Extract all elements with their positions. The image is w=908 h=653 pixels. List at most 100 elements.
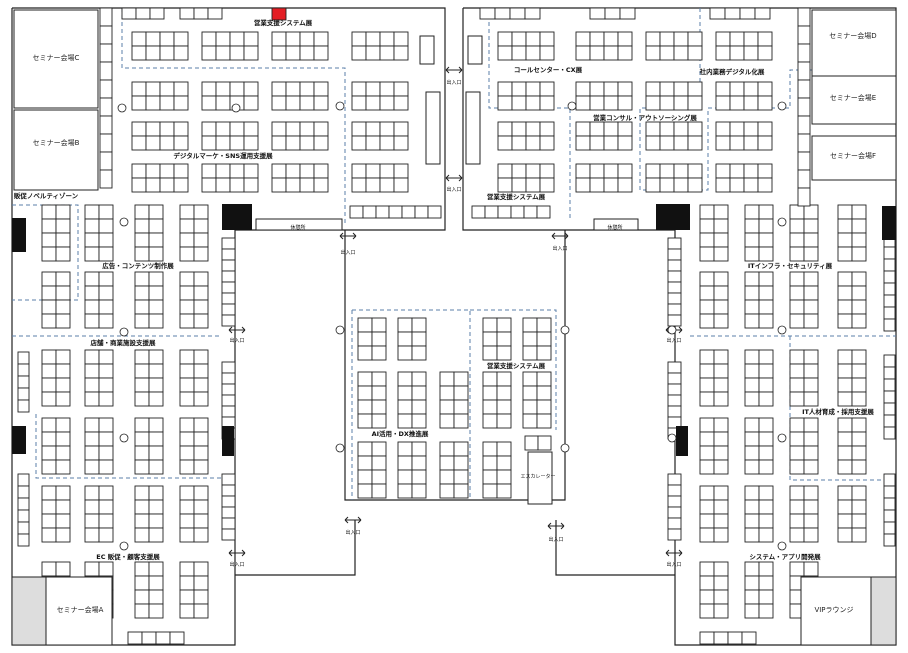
- booth: [522, 399, 538, 415]
- booth: [362, 205, 377, 219]
- booth: [193, 417, 209, 433]
- booth: [221, 292, 236, 305]
- seminar-annex: [11, 576, 47, 646]
- booth: [17, 485, 30, 499]
- booth: [179, 499, 195, 515]
- booth: [744, 271, 760, 287]
- booth: [179, 459, 195, 475]
- booth: [221, 314, 236, 327]
- entrance-arrow-icon: [551, 232, 569, 240]
- booth: [229, 177, 245, 193]
- booth: [523, 205, 538, 219]
- booth: [131, 121, 147, 137]
- booth: [243, 81, 259, 97]
- booth: [837, 285, 853, 301]
- booth: [789, 299, 805, 315]
- booth: [313, 45, 329, 61]
- booth: [803, 391, 819, 407]
- booth: [673, 121, 689, 137]
- booth: [41, 391, 57, 407]
- booth: [99, 79, 113, 99]
- booth: [757, 95, 773, 111]
- booth: [744, 431, 760, 447]
- booth: [757, 177, 773, 193]
- booth: [851, 246, 867, 262]
- booth: [179, 589, 195, 605]
- booth: [201, 95, 217, 111]
- booth: [744, 313, 760, 329]
- booth: [758, 391, 774, 407]
- booth: [299, 95, 315, 111]
- booth: [285, 163, 301, 179]
- booth: [98, 513, 114, 529]
- pillars: [12, 204, 896, 456]
- booth: [525, 135, 541, 151]
- booth: [511, 121, 527, 137]
- booth: [803, 561, 819, 577]
- booth: [313, 95, 329, 111]
- booth: [757, 45, 773, 61]
- booth: [17, 375, 30, 389]
- booth: [313, 121, 329, 137]
- booth: [193, 204, 209, 220]
- booth: [479, 7, 496, 20]
- booth: [589, 81, 605, 97]
- booth: [145, 95, 161, 111]
- booth: [179, 285, 195, 301]
- booth: [84, 218, 100, 234]
- booth: [393, 121, 409, 137]
- booth: [55, 313, 71, 329]
- booth: [715, 121, 731, 137]
- zone-sales-top: 営業支援システム展: [254, 18, 313, 27]
- booth: [131, 163, 147, 179]
- booth: [575, 45, 591, 61]
- booth: [617, 135, 633, 151]
- booth: [713, 527, 729, 543]
- zone-digital-marketing: デジタルマーケ・SNS運用支援展: [173, 151, 273, 160]
- booth: [537, 435, 552, 451]
- booth: [803, 204, 819, 220]
- booth: [453, 371, 469, 387]
- booth: [497, 205, 512, 219]
- booth: [511, 81, 527, 97]
- booth: [55, 204, 71, 220]
- booth: [393, 45, 409, 61]
- booth: [439, 399, 455, 415]
- booth: [55, 246, 71, 262]
- booth: [193, 499, 209, 515]
- booth: [148, 575, 164, 591]
- booth: [667, 405, 682, 418]
- booth: [179, 445, 195, 461]
- booth: [496, 371, 512, 387]
- booth: [522, 385, 538, 401]
- zone-line-f: [35, 414, 222, 479]
- booth: [789, 313, 805, 329]
- booth: [357, 413, 373, 429]
- booth: [193, 246, 209, 262]
- booth: [699, 603, 715, 619]
- booth: [789, 513, 805, 529]
- booth: [148, 561, 164, 577]
- booth: [134, 527, 150, 543]
- booth: [699, 204, 715, 220]
- booth: [393, 81, 409, 97]
- booth: [713, 589, 729, 605]
- booth: [525, 121, 541, 137]
- booth: [98, 285, 114, 301]
- booth: [603, 177, 619, 193]
- booth: [173, 121, 189, 137]
- booth: [883, 282, 896, 296]
- booth: [201, 45, 217, 61]
- zone-system-app: システム・アプリ開発展: [749, 552, 821, 561]
- booth: [193, 575, 209, 591]
- booth: [145, 121, 161, 137]
- booth: [55, 232, 71, 248]
- booth: [371, 317, 387, 333]
- booth: [397, 455, 413, 471]
- booth: [851, 391, 867, 407]
- booth: [313, 163, 329, 179]
- booth: [134, 561, 150, 577]
- booth: [193, 589, 209, 605]
- entrance-label-2: 出入口: [446, 186, 461, 193]
- booth: [617, 81, 633, 97]
